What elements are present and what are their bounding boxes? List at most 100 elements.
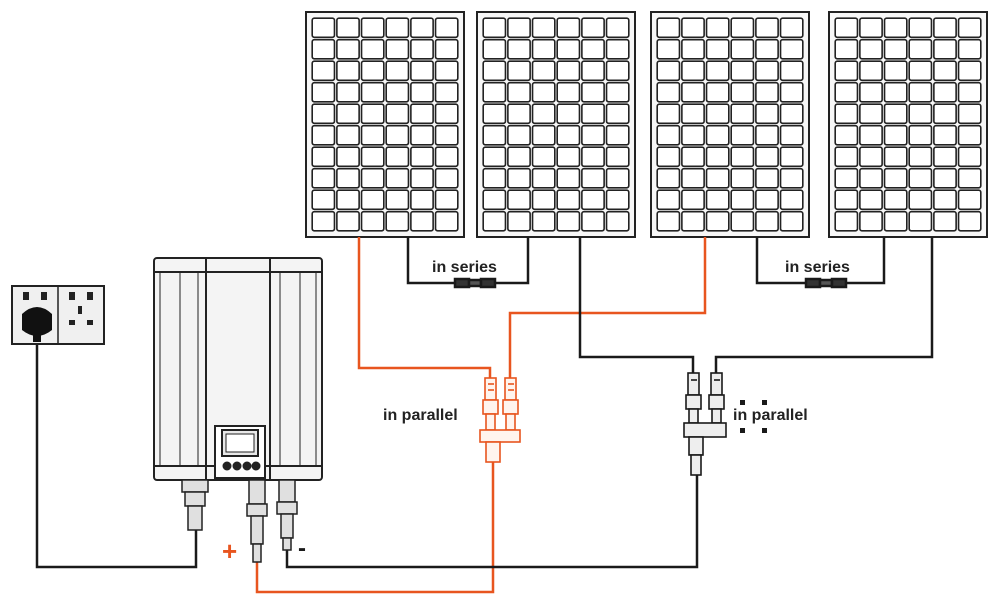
panel-cell [556, 103, 581, 125]
panel-cell [581, 38, 605, 60]
panel-cell [311, 210, 336, 232]
panel-cell [705, 38, 730, 60]
panel-cell [507, 189, 531, 211]
panel-cell [360, 17, 385, 39]
panel-cell [434, 81, 459, 103]
panel-cell [336, 17, 360, 39]
panel-cell [834, 81, 859, 103]
panel-cell [908, 167, 933, 189]
panel-cell [656, 210, 681, 232]
panel-cell [581, 81, 605, 103]
panel-cell [779, 38, 804, 60]
panel-cell [311, 189, 336, 211]
series-wire-left [406, 237, 530, 289]
panel-cell [385, 60, 410, 82]
panel-cell [434, 124, 459, 146]
panel-cell [908, 146, 933, 168]
panel-cell [883, 103, 908, 125]
panel-cell [933, 146, 957, 168]
panel-cell [311, 146, 336, 168]
panel-cell [434, 17, 459, 39]
panel-cell [605, 81, 630, 103]
panel-cell [385, 210, 410, 232]
panel-cell [933, 124, 957, 146]
panel-cell [507, 81, 531, 103]
panel-cell [730, 189, 755, 211]
panel-cell [834, 124, 859, 146]
panel-cell [859, 146, 883, 168]
inverter-icon [153, 257, 323, 481]
panel-cell [957, 81, 982, 103]
plus-sign: + [222, 536, 237, 566]
panel-cell [730, 17, 755, 39]
panel-cell [581, 124, 605, 146]
solar-panel-3 [650, 11, 810, 238]
panel-cell [859, 103, 883, 125]
panel-cell [336, 167, 360, 189]
parallel-connector-left [479, 377, 521, 463]
panel-cell [531, 167, 556, 189]
panel-cell [311, 60, 336, 82]
panel-cell [859, 189, 883, 211]
panel-cell [730, 210, 755, 232]
panel-cell [681, 38, 705, 60]
panel-cell [336, 189, 360, 211]
panel-cell [656, 189, 681, 211]
panel-cell [507, 167, 531, 189]
panel-cell [908, 60, 933, 82]
panel-cell [705, 167, 730, 189]
panel-cell [859, 81, 883, 103]
panel-cell [755, 210, 779, 232]
panel-cell [933, 17, 957, 39]
panel-cell [360, 124, 385, 146]
panel-cell [883, 146, 908, 168]
panel-cell [605, 146, 630, 168]
panel-cell [834, 210, 859, 232]
panel-cell [531, 146, 556, 168]
panel-cell [730, 38, 755, 60]
panel-cell [755, 146, 779, 168]
panel-cell [360, 146, 385, 168]
panel-cell [656, 17, 681, 39]
panel-cell [730, 146, 755, 168]
panel-cell [681, 124, 705, 146]
panel-cell [311, 167, 336, 189]
panel-cell [933, 210, 957, 232]
panel-cell [507, 210, 531, 232]
panel-cell [834, 167, 859, 189]
panel-cell [656, 124, 681, 146]
inverter-dc-negative-port [276, 479, 298, 551]
panel-cell [507, 60, 531, 82]
panel-cell [531, 103, 556, 125]
panel-cell [531, 38, 556, 60]
panel-cell [908, 103, 933, 125]
panel-cell [957, 124, 982, 146]
panel-cell [933, 38, 957, 60]
panel-cell [883, 210, 908, 232]
connector-dots [740, 400, 767, 433]
panel-cell [834, 189, 859, 211]
panel-cell [360, 189, 385, 211]
panel-cell [834, 103, 859, 125]
panel-cell [556, 17, 581, 39]
panel-cell [410, 146, 434, 168]
panel-cell [531, 17, 556, 39]
panel-cell [730, 167, 755, 189]
panel-cell [883, 189, 908, 211]
solar-panel-2 [476, 11, 636, 238]
panel-cell [385, 103, 410, 125]
panel-cell [336, 81, 360, 103]
panel-cell [681, 146, 705, 168]
positive-wires [255, 237, 707, 594]
panel-cell [410, 38, 434, 60]
panel-cell [482, 146, 507, 168]
panel-cell [834, 17, 859, 39]
panel-cell [730, 103, 755, 125]
panel-cell [605, 210, 630, 232]
panel-cell [779, 167, 804, 189]
panel-cell [681, 81, 705, 103]
panel-cell [360, 60, 385, 82]
panel-cell [410, 81, 434, 103]
panel-cell [859, 38, 883, 60]
panel-cell [581, 17, 605, 39]
